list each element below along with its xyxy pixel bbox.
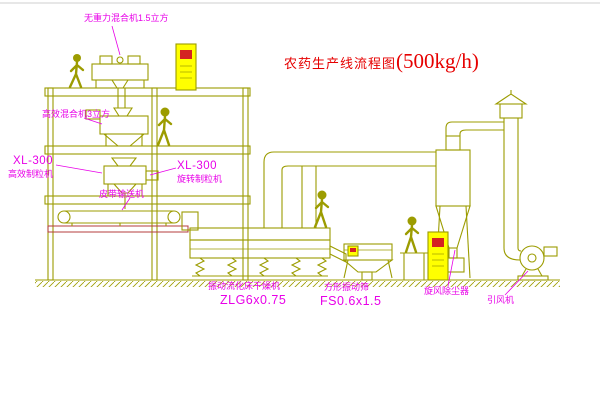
high-efficiency-mixer — [85, 107, 149, 147]
rotary-granulator — [103, 157, 159, 209]
diagram-title-text: 农药生产线流程图 — [284, 56, 397, 71]
spring-support — [194, 257, 206, 277]
label-square-vibrating-sieve-model: FS0.6x1.5 — [320, 294, 382, 308]
label-induced-draft-fan: 引风机 — [487, 295, 515, 305]
label-granulator-left-model: XL-300 — [13, 155, 54, 167]
floor-slab-top — [44, 87, 251, 97]
worker-figure-1 — [68, 54, 85, 89]
worker-figure-2 — [156, 107, 173, 147]
label-fluid-bed-dryer: 振动流化床干燥机 — [208, 281, 281, 291]
label-granulator-center-name: 旋转制粒机 — [177, 174, 223, 184]
induced-draft-fan — [503, 245, 558, 281]
vent-cap — [499, 103, 523, 119]
floor-slab-middle — [44, 145, 251, 155]
label-cyclone-dust-collector: 旋风除尘器 — [424, 286, 470, 296]
gravity-mixer — [91, 55, 149, 108]
label-gravity-mixer: 无重力混合机1.5立方 — [84, 13, 169, 23]
worker-figure-4 — [400, 216, 428, 280]
label-belt-conveyor: 皮带输送机 — [99, 189, 145, 199]
fluid-bed-dryer — [189, 227, 347, 277]
label-granulator-center-model: XL-300 — [177, 160, 218, 172]
worker-figure-3 — [313, 190, 330, 229]
cyclone-dust-collector — [435, 121, 504, 279]
control-panel-2 — [427, 231, 449, 281]
label-leader-lines — [55, 25, 529, 296]
label-square-vibrating-sieve: 方形振动筛 — [324, 282, 370, 292]
label-granulator-left-name: 高效制粒机 — [8, 169, 54, 179]
belt-conveyor — [57, 210, 199, 231]
diagram-title-capacity: (500kg/h) — [396, 49, 479, 73]
square-vibrating-sieve — [342, 243, 394, 281]
control-panel-1 — [175, 43, 197, 91]
ground-hatch — [35, 281, 560, 287]
feed-hopper — [181, 211, 199, 231]
label-fluid-bed-dryer-model: ZLG6x0.75 — [220, 293, 287, 307]
floor-slab-lower — [44, 195, 251, 205]
steel-platform-structure — [35, 87, 560, 287]
diagram-title: 农药生产线流程图 (500kg/h) — [284, 49, 479, 74]
exhaust-duct — [263, 151, 436, 228]
conveyor-floor-strip — [47, 225, 189, 233]
exhaust-stack — [494, 90, 528, 248]
label-high-efficiency-mixer: 高效混合机3立方 — [42, 109, 111, 119]
